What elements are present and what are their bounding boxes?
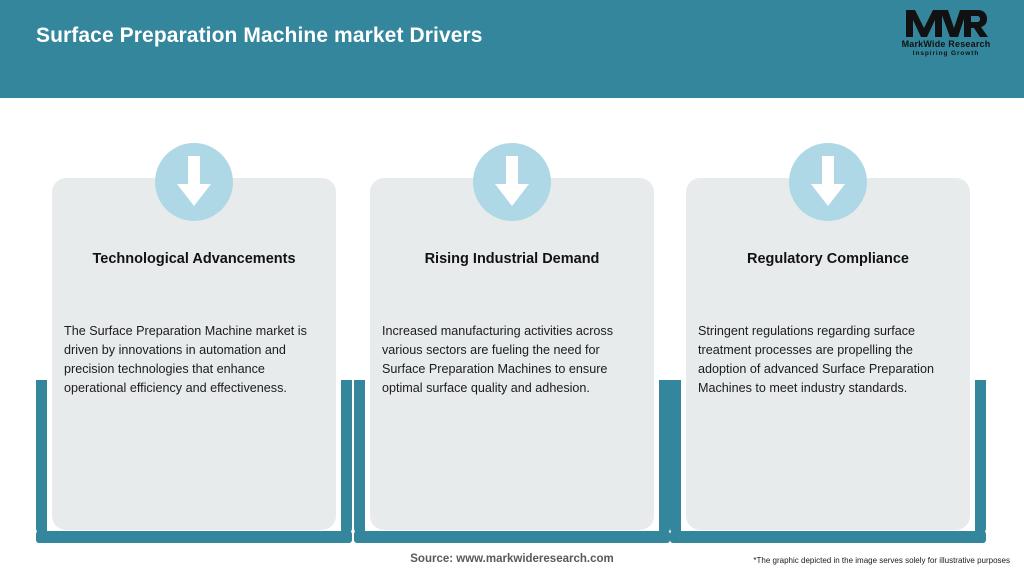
frame-left-bar [36, 380, 47, 535]
frame-left-bar [670, 380, 681, 535]
card-panel: Technological Advancements The Surface P… [52, 178, 336, 530]
driver-card-1[interactable]: Technological Advancements The Surface P… [36, 98, 352, 543]
card-panel: Rising Industrial Demand Increased manuf… [370, 178, 654, 530]
card-heading: Technological Advancements [92, 251, 296, 267]
card-frame-accent [670, 380, 986, 543]
drivers-card-group: Technological Advancements The Surface P… [0, 98, 1024, 543]
frame-right-bar [341, 380, 352, 535]
card-body-text: The Surface Preparation Machine market i… [64, 324, 307, 396]
logo-company-name: MarkWide Research [901, 39, 991, 49]
source-label: Source: www.markwideresearch.com [410, 553, 614, 565]
frame-left-bar [354, 380, 365, 535]
driver-card-2[interactable]: Rising Industrial Demand Increased manuf… [354, 98, 670, 543]
card-panel: Regulatory Compliance Stringent regulati… [686, 178, 970, 530]
arrow-down-icon [155, 143, 233, 221]
frame-right-bar [975, 380, 986, 535]
header-bar: Surface Preparation Machine market Drive… [0, 0, 1024, 98]
frame-bottom-bar [354, 531, 670, 543]
card-frame-accent [36, 380, 352, 543]
frame-bottom-bar [36, 531, 352, 543]
card-body-text: Increased manufacturing activities acros… [382, 324, 613, 396]
frame-bottom-bar [670, 531, 986, 543]
frame-right-bar [659, 380, 670, 535]
card-heading: Regulatory Compliance [747, 251, 909, 267]
logo-tagline: Inspiring Growth [912, 50, 980, 57]
arrow-down-icon [473, 143, 551, 221]
brand-logo: MarkWide Research Inspiring Growth [890, 8, 1002, 66]
card-body-text: Stringent regulations regarding surface … [698, 324, 934, 396]
card-frame-accent [354, 380, 670, 543]
disclaimer-note: *The graphic depicted in the image serve… [753, 556, 1010, 565]
card-heading: Rising Industrial Demand [424, 251, 600, 267]
driver-card-3[interactable]: Regulatory Compliance Stringent regulati… [670, 98, 986, 543]
page-title: Surface Preparation Machine market Drive… [36, 24, 483, 47]
arrow-down-icon [789, 143, 867, 221]
mwr-logo-icon [890, 8, 1002, 38]
